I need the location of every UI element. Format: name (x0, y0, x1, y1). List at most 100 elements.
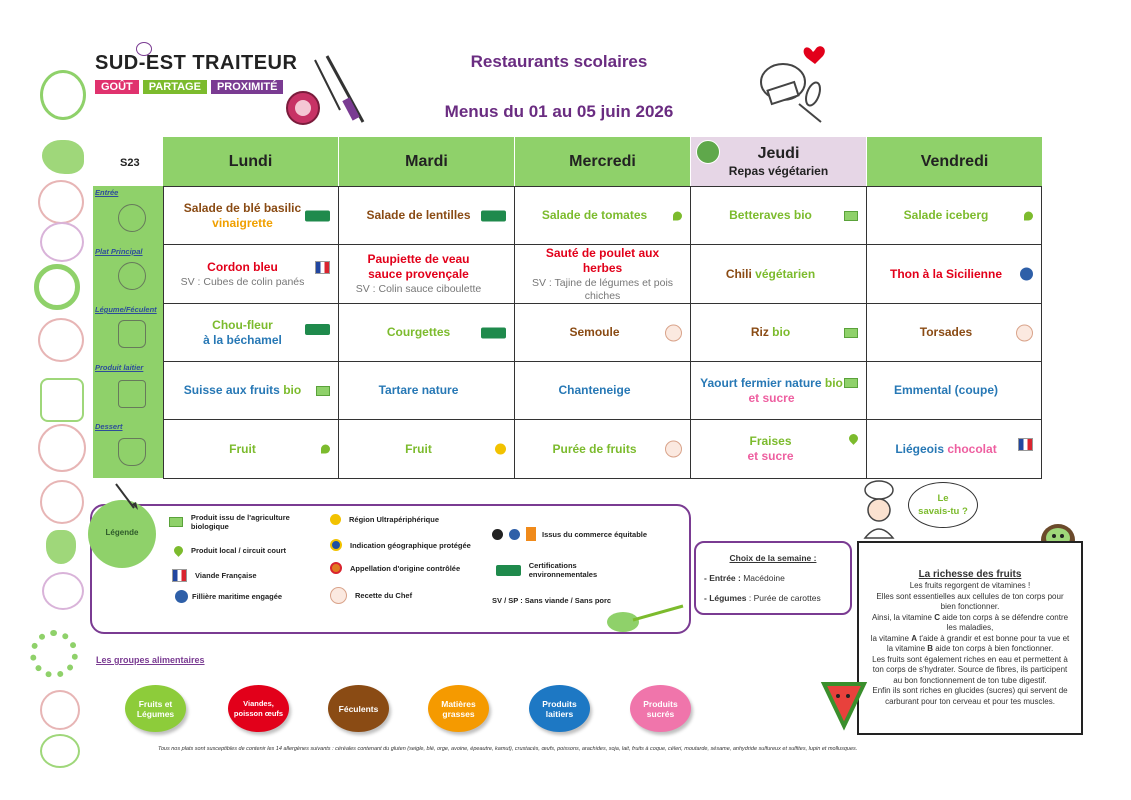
dish-name: Fraises (749, 434, 792, 448)
menu-cell-mercredi-plat: Sauté de poulet aux herbes SV : Tajine d… (515, 245, 691, 304)
dish-flavor: chocolat (947, 441, 997, 456)
legend-item-aoc: Appellation d'origine contrôlée (330, 562, 460, 574)
day-header-mercredi: Mercredi (515, 137, 691, 186)
organic-eu-icon (169, 517, 183, 527)
brand-tagline: GOÛT PARTAGE PROXIMITÉ (95, 80, 284, 94)
allergens-notice: Tous nos plats sont susceptibles de cont… (158, 746, 858, 752)
fact-text: Ainsi, la vitamine (871, 612, 935, 622)
dish-line: Suisse aux fruits bio (184, 383, 301, 398)
dish-name: Salade de tomates (541, 208, 648, 222)
brand-logo-icon (136, 42, 152, 56)
fact-text: aide ton corps à se défendre contre les … (939, 612, 1069, 633)
fruit-facts-box: La richesse des fruits Les fruits regorg… (857, 541, 1083, 735)
menu-cell-mercredi-entree: Salade de tomates (515, 187, 691, 245)
dish-name: Torsades (919, 325, 973, 339)
local-pin-icon (847, 432, 860, 445)
category-laitier: Produit laitier (95, 363, 144, 372)
legend-item-rup: Région Ultrapériphérique (330, 514, 439, 525)
french-meat-icon (1018, 438, 1033, 451)
leek-potato-icon (118, 320, 146, 348)
fairtrade-icon (492, 528, 503, 540)
dish-name: Chanteneige (558, 383, 631, 397)
menu-cell-mardi-legume: Courgettes (339, 304, 515, 362)
organic-eu-icon (844, 210, 858, 221)
day-name: Mardi (405, 152, 448, 170)
menu-cell-mardi-dessert: Fruit (339, 420, 515, 479)
fact-line: Les fruits sont également riches en eau … (872, 654, 1068, 685)
menu-cell-jeudi-legume: Riz bio (691, 304, 867, 362)
table-top-border (163, 186, 1042, 187)
legend-item-maritime: Fillière maritime engagée (175, 590, 282, 603)
tag-partage: PARTAGE (142, 80, 207, 94)
weekly-choice-box: Choix de la semaine : - Entrée : Macédoi… (694, 541, 852, 615)
dish-name: Paupiette de veau (367, 252, 470, 266)
day-name: Jeudi (757, 145, 800, 162)
legend-label: Recette du Chef (355, 591, 413, 600)
legend-label: Indication géographique protégée (350, 540, 471, 550)
igp-icon (330, 539, 342, 551)
choice-label: - Légumes (704, 593, 747, 603)
dish-name: Yaourt fermier nature (700, 375, 822, 390)
legend-title: Légende (105, 528, 139, 537)
legend-label: Issus du commerce équitable (542, 529, 648, 539)
choice-value: Macédoine (743, 573, 785, 583)
choice-label: - Entrée : (704, 573, 741, 583)
vitamin-letter: B (927, 644, 934, 653)
weekly-choice-entree: - Entrée : Macédoine (704, 573, 785, 583)
food-group-label: Viandes, poisson œufs (233, 698, 284, 718)
tag-proximite: PROXIMITÉ (210, 80, 284, 94)
menu-cell-jeudi-entree: Betteraves bio (691, 187, 867, 245)
environmental-cert-icon (481, 210, 506, 221)
dish-name: Emmental (coupe) (893, 383, 998, 397)
brand-name: SUD-EST TRAITEUR (95, 52, 298, 74)
menu-cell-vendredi-legume: Torsades (867, 304, 1042, 362)
dish-line: Riz bio (751, 325, 790, 340)
local-pin-icon (172, 544, 185, 557)
organic-eu-icon (316, 385, 330, 396)
menu-cell-jeudi-plat: Chili végétarien (691, 245, 867, 304)
bio-label: bio (283, 383, 302, 397)
watermelon-character-icon (820, 682, 868, 731)
category-legume: Légume/Féculent (95, 305, 157, 314)
bubble-line: Le (937, 493, 949, 504)
fact-line: Enfin ils sont riches en glucides (sucre… (872, 686, 1068, 706)
aoc-icon (330, 562, 342, 574)
menu-cell-lundi-laitier: Suisse aux fruits bio (163, 362, 339, 420)
legend-label: Certifications environnementales (528, 561, 598, 579)
chef-recipe-icon (665, 440, 682, 458)
maritime-icon (1020, 267, 1033, 281)
dish-name: Suisse aux fruits (183, 383, 280, 397)
dish-line: Yaourt fermier nature bio (700, 376, 843, 391)
dish-sauce: à la béchamel (203, 332, 282, 347)
vitamin-letter: A (911, 633, 917, 643)
french-meat-icon (172, 569, 187, 582)
french-meat-icon (315, 261, 330, 274)
decorative-food-icon (40, 222, 84, 262)
menu-cell-mardi-plat: Paupiette de veau sauce provençale SV : … (339, 245, 515, 304)
legend-label: SV / SP : Sans viande / Sans porc (492, 596, 612, 605)
dish-name: Riz (750, 325, 769, 339)
day-header-vendredi: Vendredi (867, 137, 1042, 186)
menu-dates: Menus du 01 au 05 juin 2026 (444, 102, 674, 121)
chef-recipe-icon (665, 324, 682, 341)
tag-gout: GOÛT (95, 80, 139, 94)
food-group-produits-laitiers: Produits laitiers (529, 685, 590, 732)
fruit-facts-title: La richesse des fruits (918, 569, 1022, 580)
fact-line: Elles sont essentielles aux cellules de … (876, 591, 1064, 612)
environmental-cert-icon (305, 324, 330, 335)
legend-item-french: Viande Française (172, 569, 257, 582)
legend-item-fair: Issus du commerce équitable (492, 527, 647, 541)
menu-cell-lundi-legume: Chou-fleur à la béchamel (163, 304, 339, 362)
bio-label: bio (793, 208, 812, 222)
bio-label: bio (824, 375, 843, 390)
dish-name: Semoule (569, 325, 620, 339)
chef-character-icon (863, 480, 895, 539)
milk-pot-icon (118, 380, 146, 408)
decorative-food-icon (40, 70, 86, 120)
dish-alternative: SV : Colin sauce ciboulette (355, 283, 482, 295)
environmental-cert-icon (305, 210, 330, 221)
dish-name: Chou-fleur (212, 317, 273, 332)
plate-cutlery-icon (118, 262, 146, 290)
